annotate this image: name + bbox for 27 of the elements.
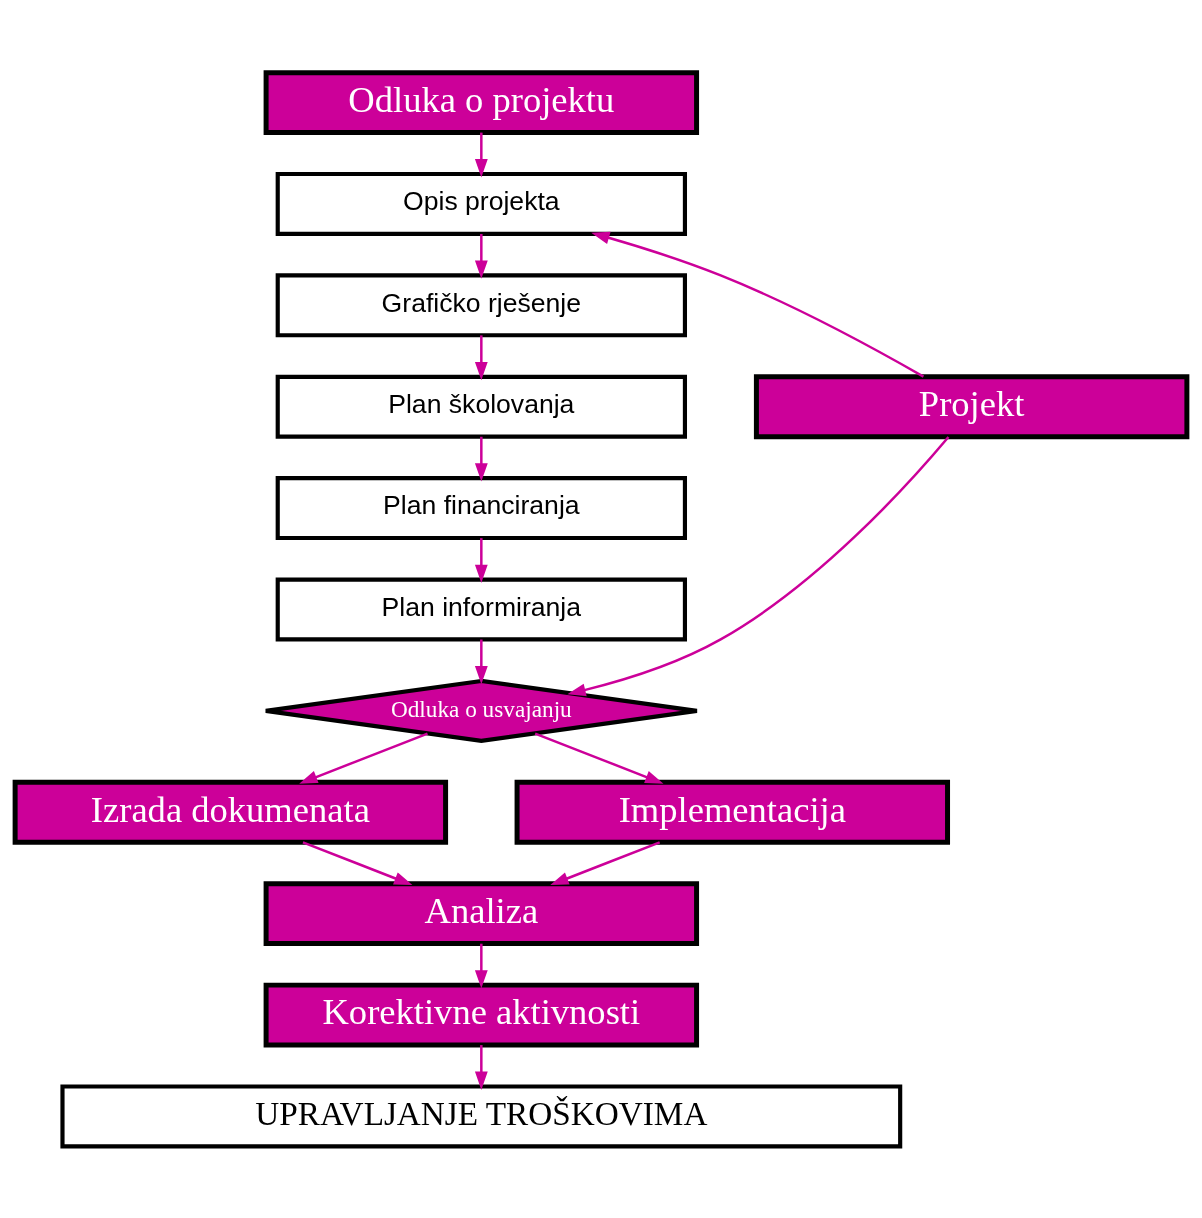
arrow [474, 1044, 488, 1090]
node-box: Plan financiranja [275, 475, 688, 540]
arrow [474, 537, 488, 583]
node-box: Odluka o projektu [263, 69, 700, 135]
node-diamond: Odluka o usvajanju [263, 678, 699, 743]
arrow [474, 943, 488, 989]
arrow [299, 731, 428, 784]
arrow [591, 231, 925, 378]
node-box: Grafičko rješenje [275, 272, 688, 337]
node-box: UPRAVLJANJE TROŠKOVIMA [60, 1083, 903, 1148]
arrow [550, 840, 661, 885]
node-box: Projekt [753, 373, 1190, 439]
arrow [474, 233, 488, 279]
arrow [474, 132, 488, 177]
node-box: Opis projekta [275, 171, 688, 236]
node-box: Implementacija [514, 779, 951, 845]
arrow [474, 639, 488, 684]
arrow [567, 435, 950, 696]
arrow [302, 840, 413, 885]
node-box: Plan informiranja [275, 577, 688, 641]
arrow [474, 334, 488, 380]
node-box: Izrada dokumenata [12, 779, 449, 845]
node-box: Analiza [263, 880, 700, 946]
node-box: Korektivne aktivnosti [263, 982, 700, 1047]
arrow [534, 731, 664, 784]
node-box: Plan školovanja [275, 374, 688, 439]
arrow [474, 436, 488, 482]
